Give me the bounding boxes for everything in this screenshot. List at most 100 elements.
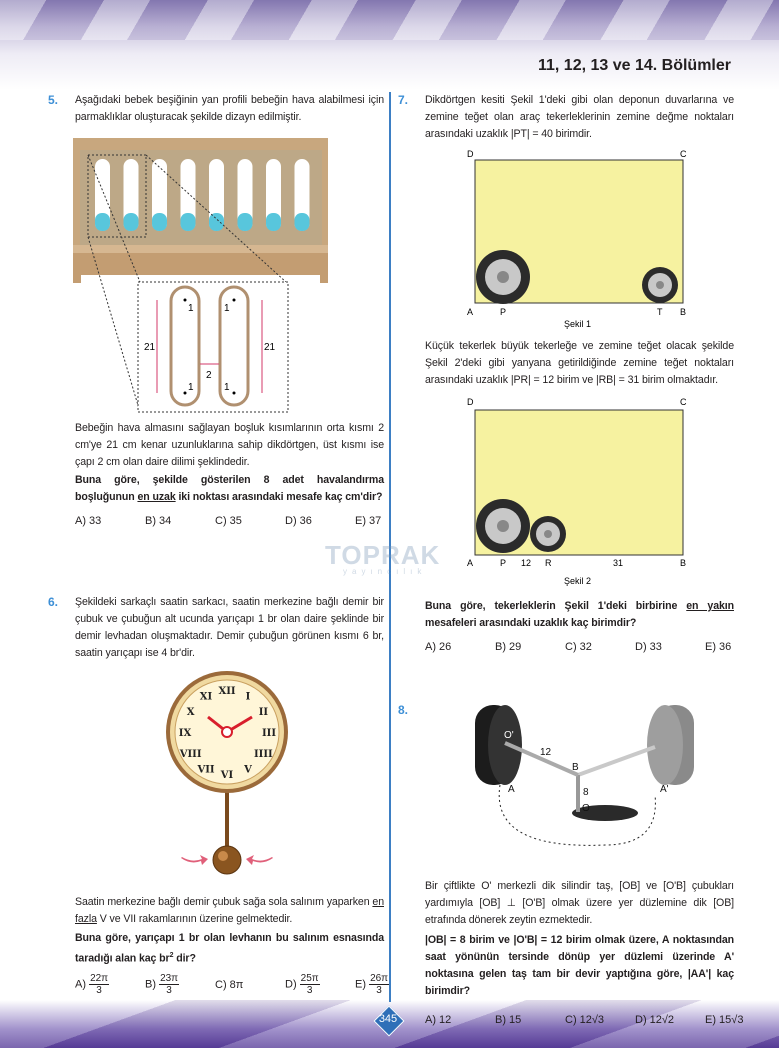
crib-slat-gap <box>95 159 110 231</box>
column-divider <box>389 92 391 1002</box>
answer-option[interactable]: B) 15 <box>495 1014 522 1026</box>
vertex-label: D <box>467 149 474 159</box>
question-5: 5. Aşağıdaki bebek beşiğinin yan profili… <box>48 92 384 531</box>
figure-caption: Şekil 1 <box>564 319 591 329</box>
gap-label: 2 <box>206 370 212 381</box>
q8-body: Bir çiftlikte O' merkezli dik silindir t… <box>425 880 734 926</box>
olive-press-figure: O' 12 B 8 O A A' <box>475 705 694 846</box>
point-label: O <box>582 803 590 814</box>
clock-numeral: X <box>187 707 195 718</box>
vertex-label: D <box>467 397 474 407</box>
clock-numeral: VIII <box>179 749 202 760</box>
question-7: 7. Dikdörtgen kesiti Şekil 1'deki gibi o… <box>398 92 734 657</box>
q7-intro: Dikdörtgen kesiti Şekil 1'deki gibi olan… <box>425 94 734 140</box>
point-label: B <box>572 762 579 773</box>
answer-option[interactable]: C) 8π <box>215 978 244 991</box>
question-number: 7. <box>398 93 409 107</box>
q6-body: Saatin merkezine bağlı demir çubuk sağa … <box>75 896 384 925</box>
answer-option[interactable]: D) 33 <box>635 641 662 653</box>
q5-intro: Aşağıdaki bebek beşiğinin yan profili be… <box>75 94 384 123</box>
header-band <box>0 0 779 90</box>
vertex-label: B <box>680 558 686 568</box>
length-label: 21 <box>144 342 156 353</box>
radius-label: 1 <box>188 303 194 314</box>
clock-numeral: II <box>259 707 269 718</box>
point-label: T <box>657 307 663 317</box>
question-number: 8. <box>398 703 409 717</box>
clock-numeral: I <box>246 692 251 703</box>
answer-option[interactable]: E) 36 <box>705 641 732 653</box>
q5-question: Buna göre, şekilde gösterilen 8 adet hav… <box>75 474 384 503</box>
figure-1-depot: D C A P T B Şekil 1 <box>467 149 687 329</box>
vertex-label: A <box>467 307 473 317</box>
clock-numeral: IX <box>179 728 192 739</box>
answer-option[interactable]: A) 12 <box>425 1014 452 1026</box>
q7-options: A) 26 B) 29 C) 32 D) 33 E) 36 <box>425 641 734 657</box>
length-label: 8 <box>583 787 589 798</box>
point-label: A <box>508 784 515 795</box>
answer-option[interactable]: E) 37 <box>355 515 382 527</box>
answer-option[interactable]: C) 32 <box>565 641 592 653</box>
question-6: 6. Şekildeki sarkaçlı saatin sarkacı, sa… <box>48 594 390 999</box>
answer-option[interactable]: A) 26 <box>425 641 452 653</box>
distance-label: 31 <box>613 558 623 568</box>
figure-caption: Şekil 2 <box>564 576 591 586</box>
radius-label: 1 <box>224 303 230 314</box>
question-number: 5. <box>48 93 59 107</box>
clock-numeral: XI <box>200 692 213 703</box>
clock-numeral: IIII <box>254 749 273 760</box>
answer-option[interactable]: A) 33 <box>75 515 102 527</box>
answer-option[interactable]: D) 12√2 <box>635 1014 675 1026</box>
radius-label: 1 <box>188 382 194 393</box>
q7-body: Küçük tekerlek büyük tekerleğe ve zemine… <box>425 340 734 386</box>
answer-option[interactable]: E) 15√3 <box>705 1014 744 1026</box>
answer-option[interactable]: B) 34 <box>145 515 172 527</box>
distance-label: 12 <box>521 558 531 568</box>
crib-slat-gap <box>123 159 139 231</box>
radius-label: 1 <box>224 382 230 393</box>
q7-question: Buna göre, tekerleklerin Şekil 1'deki bi… <box>425 600 734 629</box>
length-label: 12 <box>540 747 552 758</box>
clock-numeral: VI <box>220 770 234 781</box>
crib-slat-gap <box>237 159 253 231</box>
answer-option[interactable]: C) 12√3 <box>565 1014 605 1026</box>
clock-numeral: V <box>243 764 252 775</box>
crib-slat-gap <box>152 159 167 231</box>
q5-options: A) 33 B) 34 C) 35 D) 36 E) 37 <box>75 515 384 531</box>
crib-figure: 21 21 2 1 1 1 1 <box>73 138 328 413</box>
crib-slat-gap <box>180 159 196 231</box>
clock-numeral: VII <box>196 764 214 775</box>
clock-numeral: XII <box>218 686 235 697</box>
q5-body: Bebeğin hava almasını sağlayan boşluk kı… <box>75 422 384 468</box>
crib-slat-gap <box>266 159 281 231</box>
q6-intro: Şekildeki sarkaçlı saatin sarkacı, saati… <box>75 596 384 659</box>
point-label: A' <box>660 784 669 795</box>
answer-option[interactable]: B) 29 <box>495 641 522 653</box>
crib-slat-gap <box>209 159 224 231</box>
vertex-label: C <box>680 149 687 159</box>
swing-right-arrow-icon <box>246 855 273 865</box>
section-title: 11, 12, 13 ve 14. Bölümler <box>537 57 731 74</box>
question-number: 6. <box>48 595 59 609</box>
point-label: O' <box>504 730 514 741</box>
q8-question: |OB| = 8 birim ve |O'B| = 12 birim olmak… <box>425 934 734 997</box>
swing-left-arrow-icon <box>181 855 208 865</box>
vertex-label: B <box>680 307 686 317</box>
crib-slat-gap <box>294 159 310 231</box>
point-label: P <box>500 558 506 568</box>
answer-option[interactable]: D) 36 <box>285 515 312 527</box>
answer-option[interactable]: C) 35 <box>215 515 242 527</box>
figure-2-depot: D C A P 12 R 31 B Şekil 2 <box>467 397 687 586</box>
point-label: R <box>545 558 552 568</box>
vertex-label: A <box>467 558 473 568</box>
question-8: 8. O' 12 B 8 O A A' Bir çiftlikte O' mer… <box>398 700 743 1030</box>
q8-options: A) 12 B) 15 C) 12√3 D) 12√2 E) 15√3 <box>425 1014 743 1030</box>
page-number-badge: 345 <box>373 1005 405 1037</box>
vertex-label: C <box>680 397 687 407</box>
